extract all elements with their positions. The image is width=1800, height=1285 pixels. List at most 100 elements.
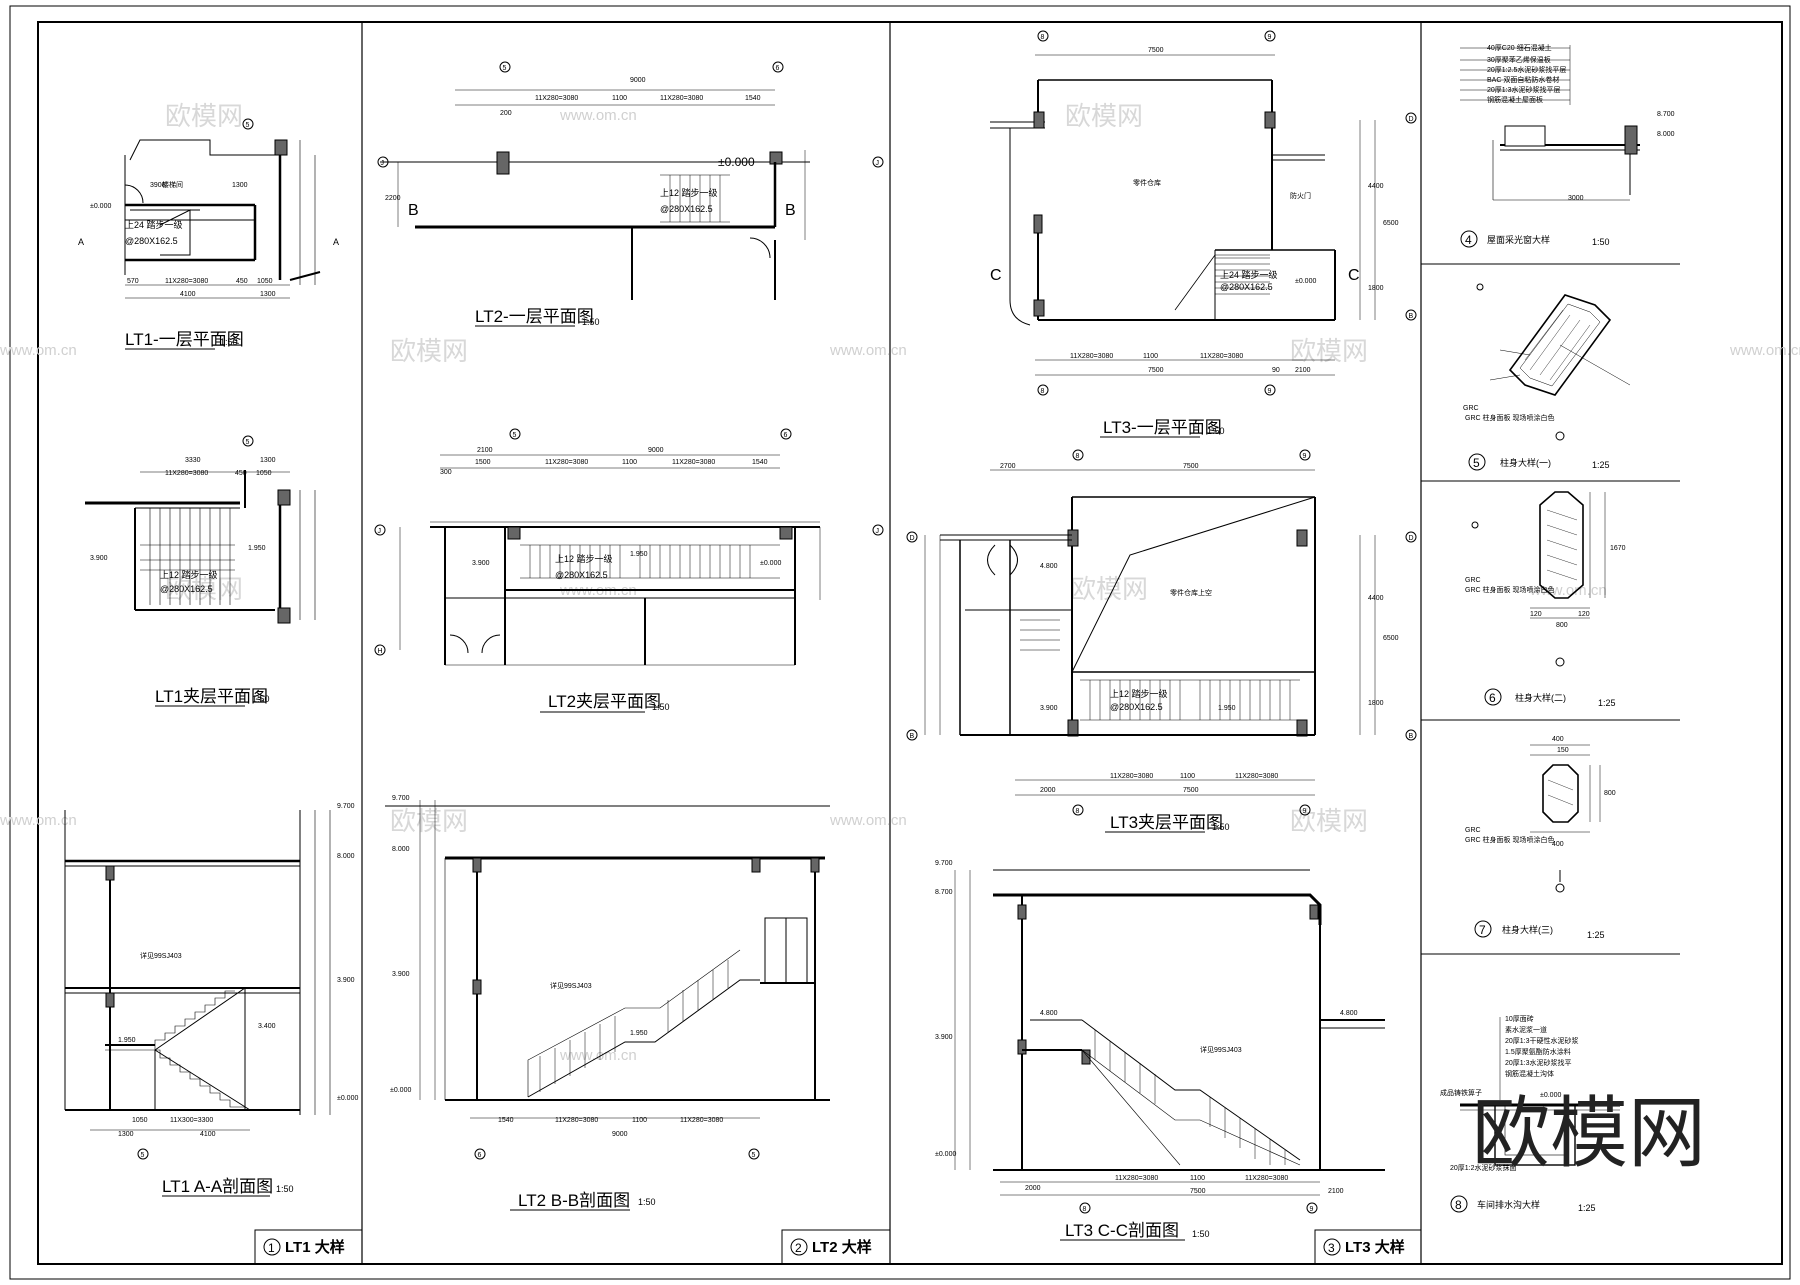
- d6-title: 柱身大样(二): [1515, 692, 1566, 703]
- lt3s-level-8700: 8.700: [935, 889, 953, 896]
- lt1m-dim-450: 450: [235, 470, 247, 477]
- lt1-up24: 上24 踏步一级: [125, 219, 183, 230]
- lt3s-dim-3080b: 11X280=3080: [1245, 1175, 1288, 1182]
- lt3s-dim-2000: 2000: [1025, 1185, 1041, 1192]
- lt1m-grid-5: 5: [246, 439, 250, 446]
- lt1s-level-8000: 8.000: [337, 853, 355, 860]
- lt3g-dim-90: 90: [1272, 367, 1280, 374]
- d6-dim-800: 800: [1556, 622, 1568, 629]
- d7-dim-150: 150: [1557, 747, 1569, 754]
- lt3g-gridB: [1405, 309, 1417, 321]
- svg-text:欧模网: 欧模网: [390, 336, 468, 366]
- lt2s-level-3900: 3.900: [392, 971, 410, 978]
- lt3g-grid9-top-txt: 9: [1268, 34, 1272, 41]
- lt2-mezz-title: LT2夹层平面图: [548, 692, 661, 711]
- lt2s-dim-9000: 9000: [612, 1131, 628, 1138]
- lt1-dim-570: 570: [127, 278, 139, 285]
- drawing-border: [37, 21, 1783, 1265]
- lt3g-dim-3080b: 11X280=3080: [1200, 353, 1243, 360]
- lt2g-grid6-bubble: [772, 61, 784, 73]
- lt1s-grid5-bubble: [137, 1148, 149, 1160]
- d4-layer-f: 钢筋混凝土屋面板: [1487, 95, 1543, 104]
- lt3-mezz-scale: 1:50: [1212, 822, 1230, 832]
- lt3g-grid9-top: [1264, 30, 1276, 42]
- lt2m-level-3900: 3.900: [472, 560, 490, 567]
- lt3m-grid8-top: [1072, 449, 1084, 461]
- lt3-section-scale: 1:50: [1192, 1229, 1210, 1239]
- svg-text:欧模网: 欧模网: [1070, 574, 1148, 604]
- lt2m-dim-2100: 2100: [477, 447, 493, 454]
- d5-grid-1: [1555, 431, 1565, 441]
- lt1m-up12: 上12 踏步一级: [160, 569, 218, 580]
- lt2g-gridJ-right: [872, 156, 884, 168]
- svg-text:www.om.cn: www.om.cn: [559, 1047, 637, 1064]
- d7-dim-400: 400: [1552, 736, 1564, 743]
- lt1-section-title: LT1 A-A剖面图: [162, 1177, 273, 1196]
- lt3m-dim-4400: 4400: [1368, 595, 1384, 602]
- lt3-mezz-plan: [924, 469, 1376, 796]
- lt2-ground-title: LT2-一层平面图: [475, 307, 594, 326]
- lt2m-gridH-left: [374, 644, 386, 656]
- lt2s-level-1950: 1.950: [630, 1030, 648, 1037]
- d5-title: 柱身大样(一): [1500, 457, 1551, 468]
- outer-frame: [9, 5, 1791, 1280]
- svg-text:www.om.cn: www.om.cn: [1529, 582, 1607, 599]
- lt1-grid5-bubble: [242, 118, 254, 130]
- d7-dim-800: 800: [1604, 790, 1616, 797]
- lt1s-grid-5: 5: [141, 1152, 145, 1159]
- svg-text:www.om.cn: www.om.cn: [0, 812, 77, 829]
- svg-text:欧模网: 欧模网: [1065, 101, 1143, 131]
- d8-layer-f: 钢筋混凝土沟体: [1505, 1069, 1554, 1078]
- sheet-label-1: LT1 大样: [285, 1238, 345, 1256]
- lt3m-tread: @280X162.5: [1110, 702, 1163, 712]
- lt2g-level-0: ±0.000: [718, 155, 755, 169]
- lt2m-gridJ-right-txt: J: [876, 528, 880, 535]
- lt3-section-title: LT3 C-C剖面图: [1065, 1221, 1179, 1240]
- lt3g-up24: 上24 踏步一级: [1220, 269, 1278, 280]
- lt3g-tread: @280X162.5: [1220, 282, 1273, 292]
- lt3m-grid9-bot-txt: 9: [1303, 808, 1307, 815]
- d6-grc: GRC: [1465, 577, 1481, 584]
- d8-num: 8: [1455, 1198, 1462, 1212]
- lt2m-level-1950: 1.950: [630, 551, 648, 558]
- lt1-ground-plan: [124, 139, 321, 299]
- lt2m-gridJ-left: [374, 524, 386, 536]
- lt1s-dim-4100: 4100: [200, 1131, 216, 1138]
- lt2s-grid-6: 6: [478, 1152, 482, 1159]
- lt1-dim-3900: 3900: [150, 182, 166, 189]
- lt3s-dim-7500: 7500: [1190, 1188, 1206, 1195]
- lt3m-gridB-right: [1405, 729, 1417, 741]
- lt1s-level-0: ±0.000: [337, 1095, 358, 1102]
- lt3g-gridD-txt: D: [1409, 116, 1414, 123]
- lt3g-room: 零件仓库: [1133, 178, 1161, 187]
- sheet-num-2: 2: [795, 1241, 802, 1255]
- lt3g-grid8-top: [1037, 30, 1049, 42]
- lt1-grid-a-right: A: [333, 237, 339, 247]
- lt3m-dim-7500b: 7500: [1183, 787, 1199, 794]
- lt3m-gridB-right-txt: B: [1409, 733, 1414, 740]
- lt3g-grid8-top-txt: 8: [1041, 34, 1045, 41]
- lt2g-grid-b-left: B: [408, 202, 419, 219]
- d4-layer-c: 20厚1:2.5水泥砂浆找平层: [1487, 65, 1566, 74]
- lt3m-dim-2700: 2700: [1000, 463, 1016, 470]
- lt3s-grid-8: 8: [1083, 1206, 1087, 1213]
- svg-text:欧模网: 欧模网: [1290, 806, 1368, 836]
- lt3s-grid-9: 9: [1310, 1206, 1314, 1213]
- d4-level-8700: 8.700: [1657, 111, 1675, 118]
- lt3g-dim-1100: 1100: [1143, 353, 1158, 360]
- lt1s-level-3400: 3.400: [258, 1023, 276, 1030]
- lt3m-grid9-bot: [1299, 804, 1311, 816]
- lt3g-dim-7500b: 7500: [1148, 367, 1164, 374]
- d6-num: 6: [1489, 691, 1496, 705]
- d7-scale: 1:25: [1587, 930, 1605, 940]
- lt2m-gridH-left-txt: H: [378, 648, 383, 655]
- lt2g-grid-5: 5: [503, 65, 507, 72]
- lt1s-level-3900: 3.900: [337, 977, 355, 984]
- d4-title: 屋面采光窗大样: [1487, 234, 1550, 245]
- lt3g-dim-1800: 1800: [1368, 285, 1384, 292]
- d8-layer-a: 10厚面砖: [1505, 1014, 1534, 1023]
- d7-dim-400b: 400: [1552, 841, 1564, 848]
- lt3m-dim-7500: 7500: [1183, 463, 1199, 470]
- lt2g-dim-3080a: 11X280=3080: [535, 95, 578, 102]
- lt3g-dim-7500: 7500: [1148, 47, 1164, 54]
